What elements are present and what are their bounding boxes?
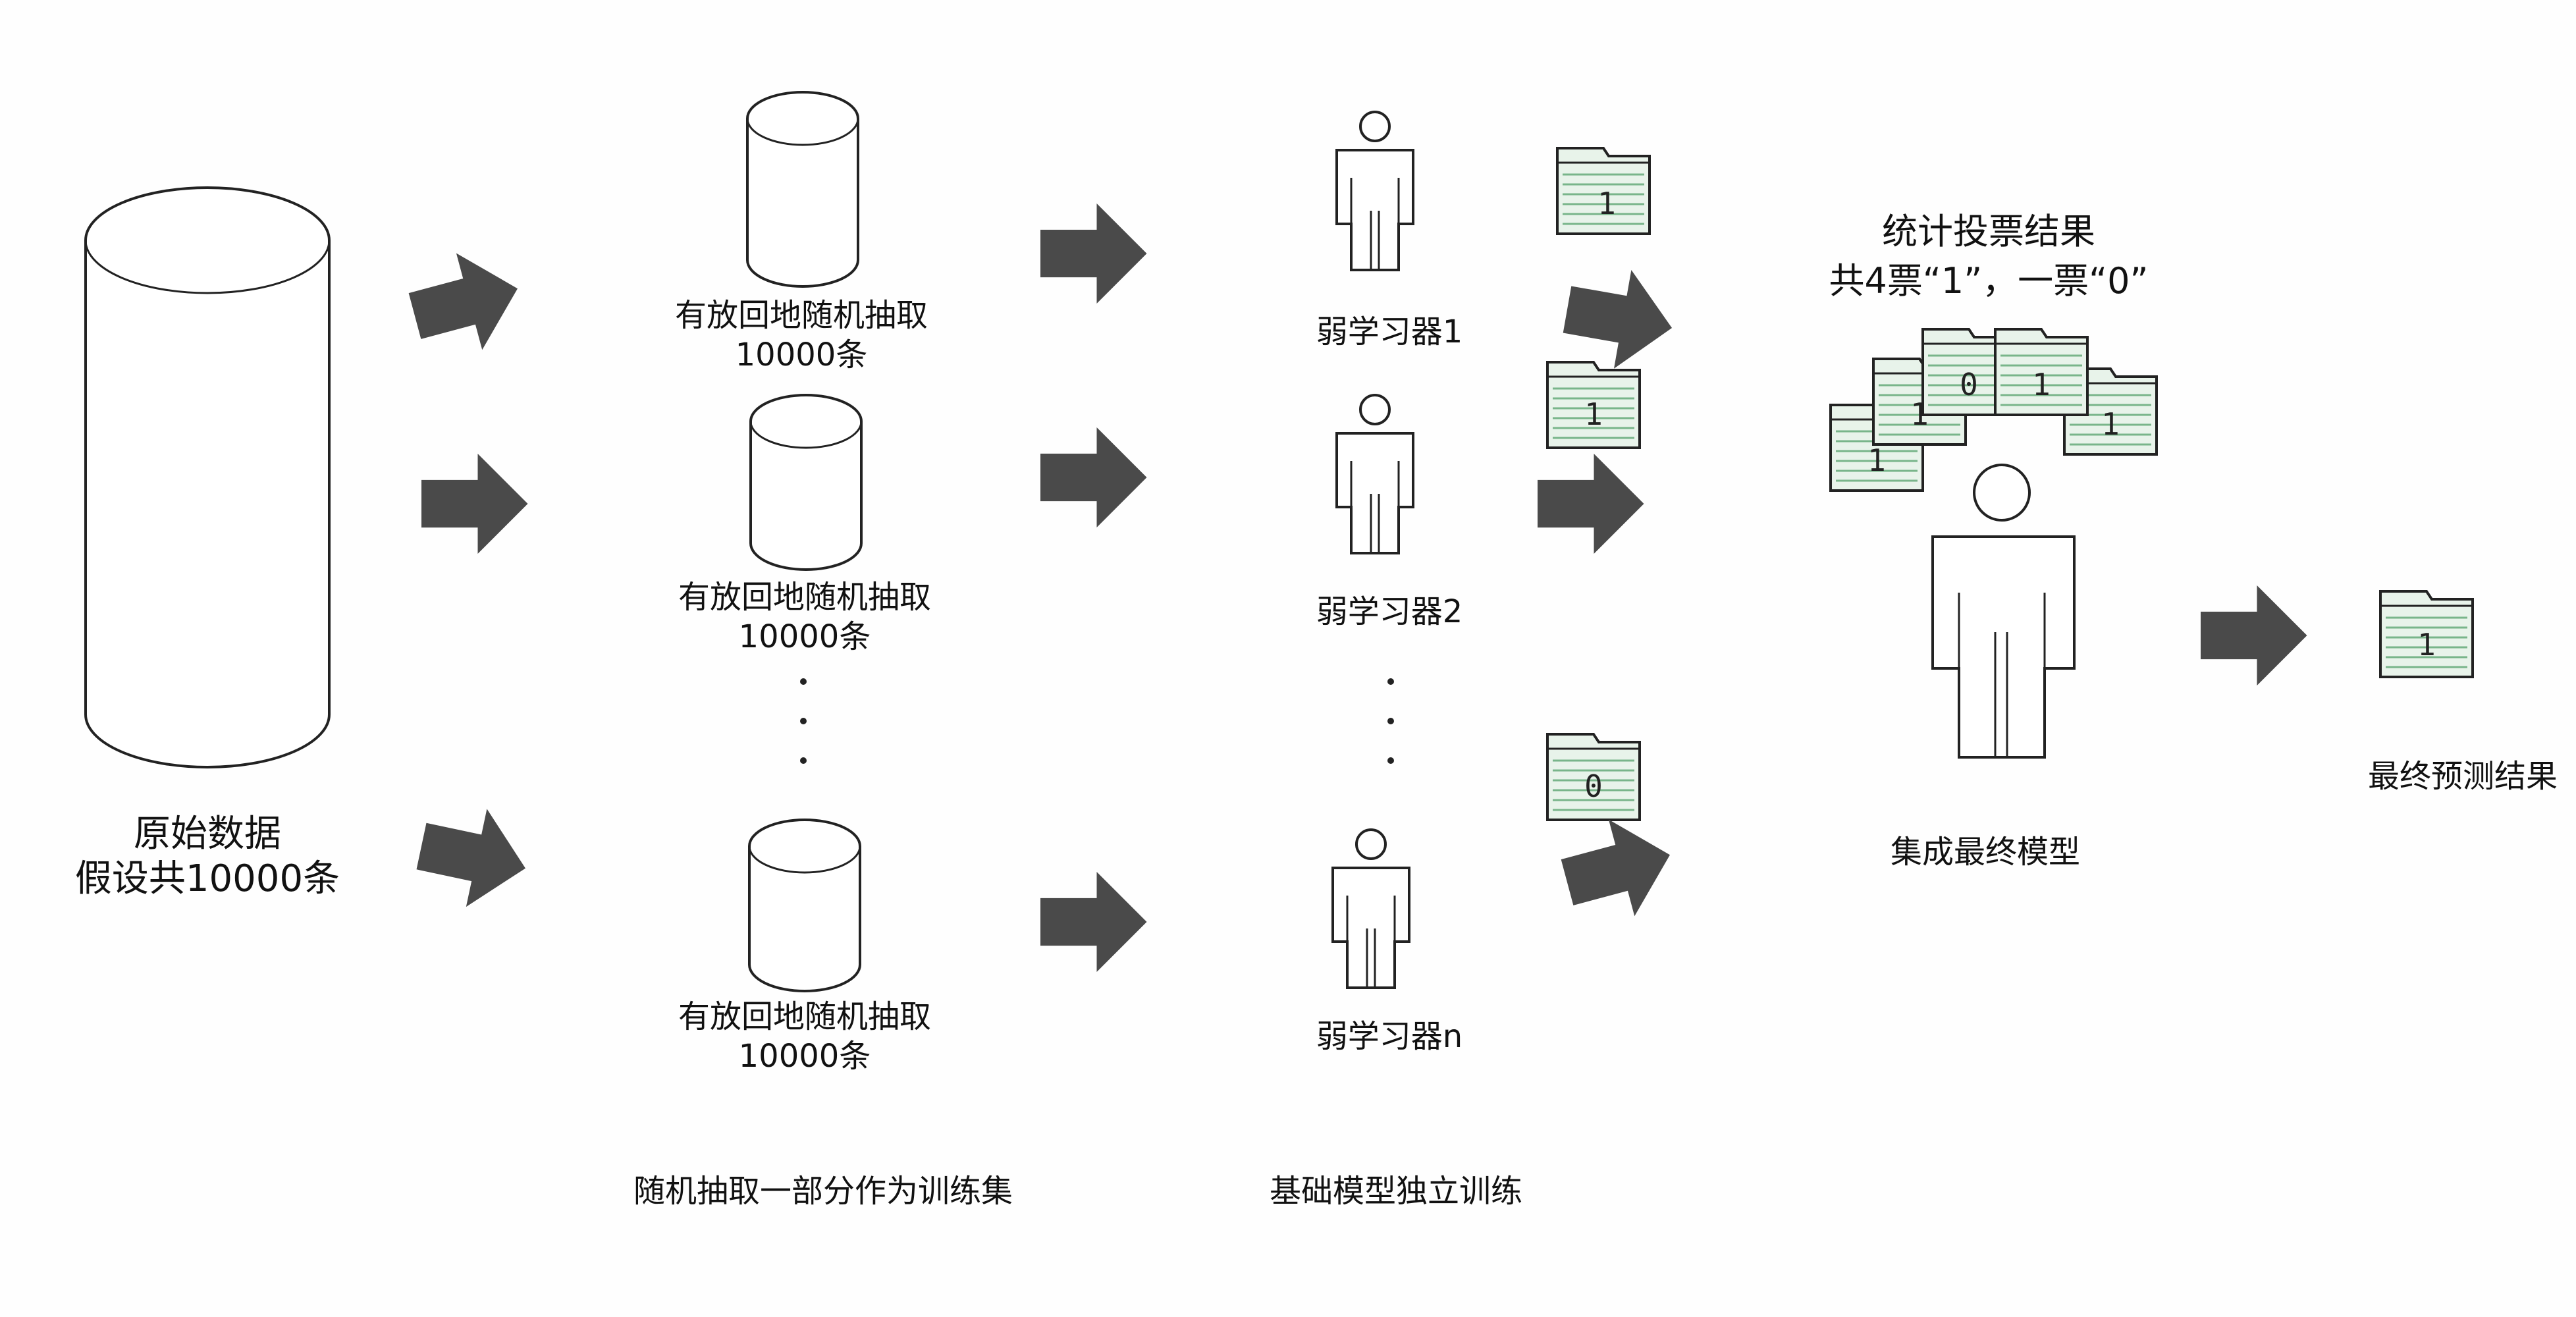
- ensemble-person-icon: [1931, 464, 2076, 759]
- final-vote: 1: [2417, 627, 2436, 662]
- stage-sampling-caption: 随机抽取一部分作为训练集: [633, 1173, 1013, 1210]
- sample-database-icon: [746, 91, 859, 288]
- pile-vote: 1: [2032, 367, 2051, 402]
- sample-count: 10000条: [739, 1038, 871, 1075]
- sample-count: 10000条: [736, 336, 868, 373]
- learner-vote: 0: [1584, 768, 1603, 804]
- ensemble-label: 集成最终模型: [1891, 834, 2080, 871]
- arrow-icon: [1040, 872, 1147, 972]
- learner-vote: 1: [1584, 396, 1603, 432]
- source-title: 原始数据: [134, 813, 281, 855]
- vote-stats-summary: 共4票“1”，一票“0”: [1829, 260, 2149, 302]
- pile-vote: 1: [1867, 443, 1886, 478]
- person-icon: [1331, 828, 1410, 989]
- learner-vote: 1: [1597, 186, 1616, 221]
- arrow-icon: [1554, 806, 1683, 931]
- arrow-icon: [402, 240, 531, 365]
- arrow-icon: [411, 797, 536, 917]
- arrow-icon: [1040, 203, 1147, 304]
- sample-database-icon: [749, 394, 863, 571]
- pile-vote: 0: [1960, 367, 1978, 402]
- stage-training-caption: 基础模型独立训练: [1270, 1173, 1522, 1210]
- arrow-icon: [1558, 260, 1681, 377]
- sample-label: 有放回地随机抽取: [678, 579, 931, 616]
- learner-label: 弱学习器1: [1316, 313, 1463, 350]
- vote-stats-title: 统计投票结果: [1882, 211, 2095, 252]
- vertical-ellipsis: [800, 678, 807, 764]
- person-icon: [1335, 394, 1414, 554]
- arrow-icon: [2201, 585, 2307, 685]
- sample-database-icon: [748, 819, 861, 992]
- sample-label: 有放回地随机抽取: [678, 998, 931, 1035]
- arrow-icon: [1538, 454, 1644, 554]
- source-count: 假设共10000条: [75, 857, 340, 900]
- sample-label: 有放回地随机抽取: [675, 297, 928, 334]
- learner-label: 弱学习器n: [1316, 1018, 1462, 1055]
- final-label: 最终预测结果: [2368, 758, 2558, 795]
- vertical-ellipsis: [1387, 678, 1394, 764]
- learner-label: 弱学习器2: [1316, 593, 1463, 630]
- person-icon: [1335, 111, 1414, 271]
- sample-count: 10000条: [739, 618, 871, 655]
- arrow-icon: [421, 454, 528, 554]
- arrow-icon: [1040, 427, 1147, 527]
- pile-vote: 1: [2101, 406, 2120, 442]
- source-database-icon: [84, 186, 331, 768]
